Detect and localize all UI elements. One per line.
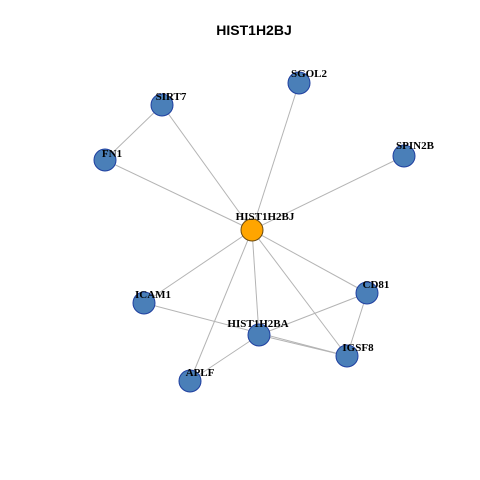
node-circle-igsf8 [335, 344, 359, 368]
node-label-icam1: ICAM1 [135, 289, 171, 301]
node-cd81: CD81 [355, 279, 390, 305]
diagram-title: HIST1H2BJ [216, 22, 291, 38]
node-circle-spin2b [392, 144, 416, 168]
node-circle-icam1 [132, 291, 156, 315]
node-label-sgol2: SGOL2 [291, 68, 328, 80]
node-sgol2: SGOL2 [287, 68, 328, 95]
node-label-cd81: CD81 [363, 279, 390, 291]
node-circle-fn1 [93, 148, 117, 172]
node-sirt7: SIRT7 [150, 91, 187, 117]
node-label-sirt7: SIRT7 [156, 91, 187, 103]
node-igsf8: IGSF8 [335, 342, 374, 368]
edge-hist1h2bj-cd81 [251, 229, 368, 294]
edge-hist1h2ba-cd81 [258, 292, 368, 336]
edge-icam1-igsf8 [143, 302, 348, 357]
edge-hist1h2bj-sirt7 [161, 104, 253, 231]
edge-hist1h2ba-igsf8 [258, 334, 348, 357]
node-hist1h2ba: HIST1H2BA [227, 318, 289, 347]
node-circle-sgol2 [287, 71, 311, 95]
edge-hist1h2bj-hist1h2ba [251, 229, 260, 336]
edge-hist1h2bj-spin2b [251, 155, 405, 231]
node-label-hist1h2bj: HIST1H2BJ [236, 211, 295, 223]
node-aplf: APLF [178, 367, 215, 393]
node-icam1: ICAM1 [132, 289, 171, 315]
node-circle-hist1h2ba [247, 323, 271, 347]
edge-hist1h2bj-sgol2 [251, 82, 300, 231]
node-label-spin2b: SPIN2B [396, 140, 435, 152]
edge-layer [104, 82, 405, 382]
edge-sirt7-fn1 [104, 104, 163, 161]
node-circle-cd81 [355, 281, 379, 305]
node-label-fn1: FN1 [102, 148, 122, 160]
edge-hist1h2bj-fn1 [104, 159, 253, 231]
node-label-igsf8: IGSF8 [342, 342, 374, 354]
node-label-hist1h2ba: HIST1H2BA [227, 318, 288, 330]
edge-hist1h2bj-aplf [189, 229, 253, 382]
node-label-aplf: APLF [186, 367, 215, 379]
node-spin2b: SPIN2B [392, 140, 435, 168]
node-circle-aplf [178, 369, 202, 393]
edge-hist1h2bj-icam1 [143, 229, 253, 304]
node-circle-sirt7 [150, 93, 174, 117]
node-hist1h2bj: HIST1H2BJ [236, 211, 295, 242]
edge-hist1h2bj-igsf8 [251, 229, 348, 357]
node-circle-hist1h2bj [240, 218, 264, 242]
edge-hist1h2ba-aplf [189, 334, 260, 382]
node-fn1: FN1 [93, 148, 122, 172]
